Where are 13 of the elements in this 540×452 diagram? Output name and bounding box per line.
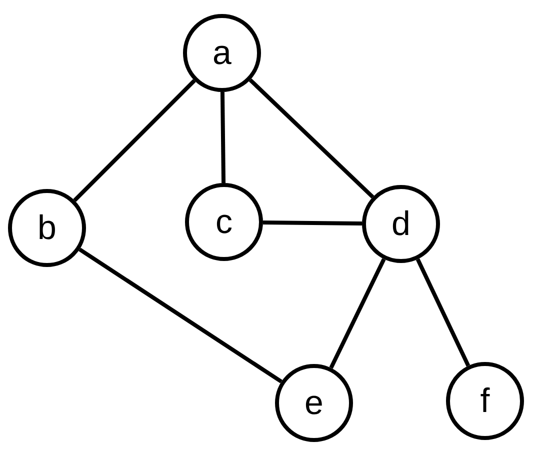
- node-label: d: [392, 207, 410, 241]
- node-label: e: [304, 386, 324, 420]
- node-label: f: [480, 384, 490, 418]
- connector-line: [262, 220, 362, 226]
- node-label: b: [38, 211, 56, 245]
- connector-line: [220, 92, 226, 184]
- connector-line: [248, 78, 374, 198]
- connector-line: [73, 79, 196, 202]
- node-label: c: [216, 205, 232, 239]
- connector-line: [416, 258, 470, 367]
- node-label: a: [212, 36, 232, 70]
- connector-line: [329, 258, 386, 369]
- connector-line: [78, 248, 282, 384]
